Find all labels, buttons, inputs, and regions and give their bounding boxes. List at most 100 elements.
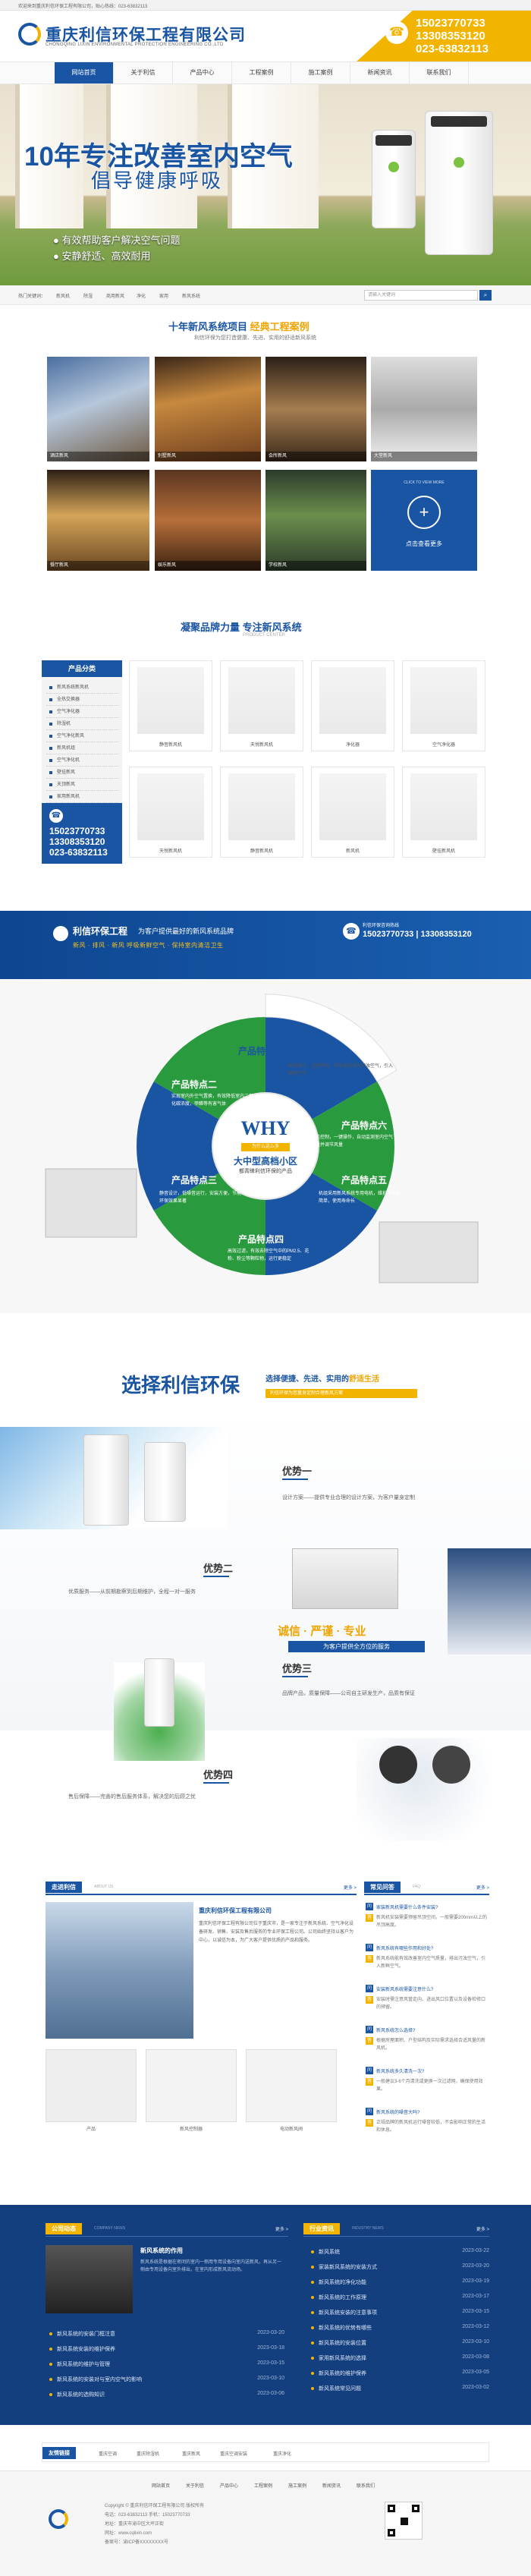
friend-link[interactable]: 重庆新风 [182, 2452, 201, 2457]
friend-link[interactable]: 重庆空调安装 [220, 2452, 248, 2457]
news-item-title[interactable]: 新风系统的安装对与室内空气的影响 [57, 2377, 142, 2382]
category-item[interactable]: 除湿机 [46, 718, 119, 730]
nav-construction[interactable]: 施工案例 [291, 62, 350, 83]
product-card[interactable]: 空气净化器 [402, 660, 485, 751]
industry-item-title[interactable]: 新风系统的维护保养 [319, 2371, 366, 2376]
news-item-title[interactable]: 新风系统的维护与管理 [57, 2362, 110, 2367]
building-image[interactable] [46, 1902, 193, 2039]
case-card[interactable]: 酒店新风 [47, 357, 149, 461]
nav-products[interactable]: 产品中心 [173, 62, 232, 83]
news-feature-title[interactable]: 新风系统的作用 [140, 2247, 183, 2254]
keyword-link[interactable]: 除湿 [83, 294, 93, 299]
case-card[interactable]: 餐厅新风 [47, 470, 149, 571]
industry-item-title[interactable]: 新风系统的安装位置 [319, 2341, 366, 2346]
friend-link[interactable]: 重庆空调 [99, 2452, 118, 2457]
category-item[interactable]: 家用新风机 [46, 791, 119, 803]
industry-item-title[interactable]: 新风系统安装的注意事项 [319, 2310, 377, 2316]
industry-item-title[interactable]: 新风系统的净化功能 [319, 2280, 366, 2285]
product-card[interactable]: 天悦新风机 [220, 660, 303, 751]
about-thumb[interactable] [146, 2049, 237, 2122]
case-card[interactable]: 学校新风 [266, 470, 366, 571]
product-card[interactable]: 新风机 [311, 767, 394, 858]
keyword-link[interactable]: 新风机 [56, 294, 71, 299]
case-card[interactable]: 别墅新风 [155, 357, 261, 461]
cases-more-button[interactable]: CLICK TO VIEW MORE + 点击查看更多 [371, 470, 477, 571]
product-card[interactable]: 天悦新风机 [129, 767, 212, 858]
search-button[interactable]: ⌕ [479, 290, 492, 301]
footer-nav-link[interactable]: 新闻资讯 [322, 2484, 341, 2489]
logo-icon[interactable] [18, 23, 41, 46]
friend-link[interactable]: 重庆净化 [273, 2452, 292, 2457]
footer-nav-link[interactable]: 关于利信 [186, 2484, 205, 2489]
news-more-link[interactable]: 更多 > [275, 2228, 288, 2232]
news-item-title[interactable]: 新风系统的安装门框注意 [57, 2332, 115, 2337]
category-item[interactable]: 全热交换器 [46, 694, 119, 706]
keyword-link[interactable]: 商用新风 [106, 294, 125, 299]
nav-about[interactable]: 关于利信 [114, 62, 173, 83]
nav-home[interactable]: 网站首页 [55, 62, 114, 83]
industry-item-title[interactable]: 家用新风系统的选择 [319, 2356, 366, 2361]
industry-item-title[interactable]: 家装新风系统的安装方式 [319, 2265, 377, 2270]
faq-more-link[interactable]: 更多 > [476, 1886, 489, 1891]
nav-contact[interactable]: 联系我们 [410, 62, 469, 83]
faq-question[interactable]: 家装新风机需要什么条件安装? [366, 1903, 487, 1910]
category-item[interactable]: 新风系统新风机 [46, 682, 119, 694]
search-input[interactable]: 请输入关键词 [364, 290, 478, 301]
faq-question[interactable]: 新风系统怎么选择? [366, 2026, 487, 2033]
industry-item-title[interactable]: 新风系统 [319, 2250, 340, 2255]
nav-news[interactable]: 新闻资讯 [350, 62, 410, 83]
category-item[interactable]: 空气净化新风 [46, 730, 119, 742]
category-item[interactable]: 天顶新风 [46, 779, 119, 791]
industry-item-title[interactable]: 新风系统常见问题 [319, 2386, 361, 2392]
case-card[interactable]: 会所新风 [266, 357, 366, 461]
news-image[interactable] [46, 2245, 133, 2313]
footer-nav-link[interactable]: 工程案例 [254, 2484, 273, 2489]
industry-more-link[interactable]: 更多 > [476, 2228, 489, 2232]
faq-question[interactable]: 新风系统有哪些作用和好处? [366, 1944, 487, 1951]
product-card[interactable]: 静音新风机 [220, 767, 303, 858]
category-item[interactable]: 空气净化机 [46, 754, 119, 767]
category-item[interactable]: 壁挂新风 [46, 767, 119, 779]
footer-nav-link[interactable]: 施工案例 [288, 2484, 307, 2489]
nav-cases[interactable]: 工程案例 [232, 62, 291, 83]
footer-nav-link[interactable]: 联系我们 [357, 2484, 375, 2489]
industry-item-title[interactable]: 新风系统的优势有哪些 [319, 2326, 372, 2331]
about-thumb[interactable] [46, 2049, 137, 2122]
footer-nav-link[interactable]: 产品中心 [220, 2484, 239, 2489]
faq-question[interactable]: 新风系统多久清洗一次? [366, 2067, 487, 2074]
friend-link[interactable]: 重庆除湿机 [137, 2452, 160, 2457]
faq-question[interactable]: 安装新风系统需要注意什么? [366, 1985, 487, 1992]
industry-item-title[interactable]: 新风系统的工作原理 [319, 2295, 366, 2300]
case-card[interactable]: 娱乐新风 [155, 470, 261, 571]
product-card[interactable]: 壁挂新风机 [402, 767, 485, 858]
product-card[interactable]: 静音新风机 [129, 660, 212, 751]
keyword-link[interactable]: 净化 [137, 294, 146, 299]
keyword-link[interactable]: 家用 [159, 294, 169, 299]
hero-banner[interactable] [0, 84, 531, 285]
case-card[interactable]: 大堂新风 [371, 357, 477, 461]
faq-question[interactable]: 新风系统的噪音大吗? [366, 2108, 487, 2115]
about-more-link[interactable]: 更多 > [343, 1886, 357, 1891]
footer-nav-link[interactable]: 网站首页 [152, 2484, 171, 2489]
keyword-link[interactable]: 新风系统 [182, 294, 201, 299]
about-thumb[interactable] [246, 2049, 337, 2122]
news-item-title[interactable]: 新风系统的选购知识 [57, 2392, 105, 2398]
news-item-title[interactable]: 新风系统安装的维护保养 [57, 2347, 115, 2352]
category-item[interactable]: 新风机组 [46, 742, 119, 754]
logo-name[interactable]: 重庆利信环保工程有限公司 [46, 27, 246, 44]
product-card[interactable]: 净化器 [311, 660, 394, 751]
